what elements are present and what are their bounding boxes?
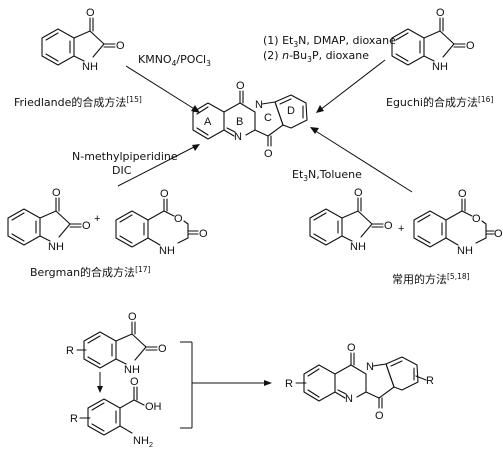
common-conditions: Et3N,Toluene (292, 168, 362, 183)
atom-O: O (130, 376, 139, 388)
atom-O: O (347, 342, 356, 354)
isatin-structure-bergman: O O NH (7, 187, 91, 253)
bergman-conditions-line2: DIC (112, 164, 132, 177)
atom-N: N (366, 361, 374, 373)
atom-NH: NH (350, 241, 366, 253)
atom-R: R (285, 378, 293, 390)
atom-R: R (70, 413, 78, 425)
isatin-structure-top-left: O O NH (41, 7, 125, 73)
atom-O: O (158, 343, 167, 355)
arrow-common (310, 127, 413, 193)
atom-O: O (472, 213, 481, 225)
atom-O: O (199, 228, 208, 240)
atom-O: O (494, 228, 503, 240)
atom-R: R (426, 375, 434, 387)
plus-sign: + (398, 223, 404, 235)
isatoic-anhydride-structure-bergman: O O O NH (115, 188, 208, 257)
common-method-label: 常用的方法[5,18] (392, 272, 470, 286)
atom-NH: NH (432, 61, 448, 73)
isatin-structure-top-right: O O NH (391, 7, 475, 73)
friedlande-label: Friedlande的合成方法[15] (14, 95, 142, 109)
atom-O: O (116, 40, 125, 52)
isatin-structure-common: O O NH (309, 187, 393, 253)
atom-O: O (264, 148, 273, 160)
ring-label-C: C (264, 112, 272, 124)
ring-label-A: A (204, 116, 212, 128)
atom-O: O (82, 220, 91, 232)
atom-OH: OH (145, 401, 162, 413)
isatoic-anhydride-structure-common: O O O NH (413, 188, 503, 257)
substituted-isatin-structure: O O NH R (66, 311, 167, 376)
eguchi-conditions-line1: (1) Et3N, DMAP, dioxane (263, 34, 396, 49)
atom-NH: NH (124, 364, 140, 376)
bracket-and-arrow (180, 341, 272, 429)
atom-NH: NH (159, 245, 175, 257)
ring-label-B: B (236, 116, 243, 128)
arrow-friedlande (125, 65, 200, 113)
arrow-eguchi (316, 59, 386, 113)
atom-O: O (354, 187, 363, 199)
tryptanthrin-structure: O N N O A B C D (192, 80, 308, 160)
substituted-tryptanthrin-structure: O N N O R R (285, 342, 434, 422)
bergman-conditions-line1: N-methylpiperidine (72, 150, 178, 163)
eguchi-conditions-line2: (2) n-Bu3P, dioxane (263, 49, 369, 64)
atom-O: O (52, 187, 61, 199)
atom-O: O (375, 410, 384, 422)
atom-NH: NH (457, 245, 473, 257)
atom-O: O (160, 188, 169, 200)
atom-O: O (128, 311, 137, 323)
arrow-isatin-to-anthranilic (97, 372, 103, 393)
atom-O: O (236, 80, 245, 92)
bergman-label: Bergman的合成方法[17] (30, 265, 151, 279)
atom-O: O (466, 40, 475, 52)
atom-NH: NH (48, 241, 64, 253)
friedlande-conditions: KMNO4/POCl3 (138, 53, 211, 68)
atom-R: R (66, 345, 74, 357)
atom-N: N (234, 131, 242, 143)
atom-O: O (86, 7, 95, 19)
substituted-anthranilic-acid-structure: O OH NH2 R (70, 376, 162, 449)
atom-O: O (436, 7, 445, 19)
atom-NH: NH (82, 61, 98, 73)
atom-O: O (174, 213, 183, 225)
arrow-bergman (117, 144, 200, 187)
atom-NH2: NH2 (133, 435, 153, 449)
atom-N: N (255, 99, 263, 111)
atom-N: N (345, 393, 353, 405)
ring-label-D: D (287, 105, 295, 117)
atom-O: O (384, 220, 393, 232)
plus-sign: + (94, 213, 100, 225)
atom-O: O (458, 188, 467, 200)
eguchi-label: Eguchi的合成方法[16] (386, 95, 493, 109)
